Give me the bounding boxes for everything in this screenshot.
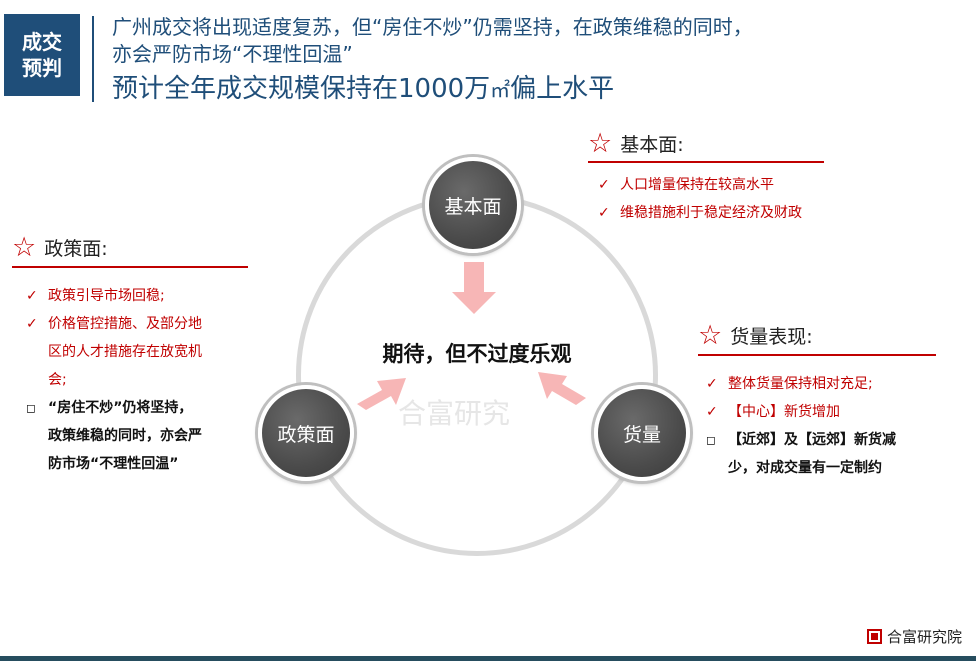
- subtitle-text: 预计全年成交规模保持在1000万: [112, 74, 491, 104]
- node-fundamentals-label: 基本面: [444, 195, 502, 218]
- list-item: ✓政策引导市场回稳;: [26, 282, 202, 310]
- fundamentals-heading-text: 基本面:: [620, 134, 684, 156]
- policy-heading-text: 政策面:: [44, 238, 108, 260]
- node-supply: 货量: [594, 385, 690, 481]
- list-item-cont: 区的人才措施存在放宽机: [48, 344, 202, 360]
- policy-rule: [12, 266, 248, 268]
- fundamentals-heading: ☆ 基本面:: [588, 130, 684, 157]
- supply-list: ✓整体货量保持相对充足; ✓【中心】新货增加 ◻【近郊】及【远郊】新货减 少，对…: [706, 370, 896, 482]
- arrow-down-icon: [452, 262, 496, 314]
- list-item-cont: 防市场“不理性回温”: [48, 456, 179, 472]
- check-icon: ✓: [706, 376, 718, 392]
- star-icon: ☆: [12, 232, 37, 263]
- page-subtitle: 预计全年成交规模保持在1000万㎡偏上水平: [112, 72, 614, 107]
- section-tag: 成交 预判: [4, 14, 80, 96]
- policy-heading: ☆ 政策面:: [12, 234, 108, 261]
- tag-divider: [92, 16, 94, 102]
- check-icon: ✓: [598, 205, 610, 221]
- list-item: ✓整体货量保持相对充足;: [706, 370, 896, 398]
- watermark: 合富研究: [398, 397, 511, 430]
- bottom-bar: [0, 656, 976, 661]
- check-icon: ✓: [598, 177, 610, 193]
- supply-rule: [698, 354, 936, 356]
- check-icon: ✓: [26, 288, 38, 304]
- page-title-line2: 亦会严防市场“不理性回温”: [112, 42, 353, 66]
- node-supply-label: 货量: [622, 423, 661, 446]
- list-item: ◻“房住不炒”仍将坚持，: [26, 394, 202, 422]
- node-fundamentals: 基本面: [425, 157, 521, 253]
- supply-heading: ☆ 货量表现:: [698, 322, 813, 349]
- supply-heading-text: 货量表现:: [730, 326, 813, 348]
- policy-list: ✓政策引导市场回稳; ✓价格管控措施、及部分地 区的人才措施存在放宽机 会; ◻…: [26, 282, 202, 478]
- list-item: ✓价格管控措施、及部分地: [26, 310, 202, 338]
- brand-logo: 合富研究院: [866, 626, 962, 647]
- list-item: ✓维稳措施利于稳定经济及财政: [598, 199, 802, 227]
- subtitle-tail: 偏上水平: [510, 74, 615, 104]
- star-icon: ☆: [698, 320, 723, 351]
- tag-line1: 成交: [22, 30, 62, 54]
- node-policy: 政策面: [258, 385, 354, 481]
- node-policy-label: 政策面: [277, 423, 335, 446]
- tag-line2: 预判: [22, 56, 62, 80]
- square-icon: ◻: [26, 401, 36, 415]
- list-item: ◻【近郊】及【远郊】新货减: [706, 426, 896, 454]
- brand-logo-icon: [866, 629, 882, 644]
- subtitle-unit: ㎡: [490, 78, 511, 102]
- page-title-line1: 广州成交将出现适度复苏，但“房住不炒”仍需坚持，在政策维稳的同时，: [112, 15, 753, 39]
- list-item: ✓【中心】新货增加: [706, 398, 896, 426]
- fundamentals-list: ✓人口增量保持在较高水平 ✓维稳措施利于稳定经济及财政: [598, 171, 802, 227]
- center-text: 期待，但不过度乐观: [382, 342, 572, 366]
- arrow-up-left-icon: [538, 372, 586, 405]
- check-icon: ✓: [706, 404, 718, 420]
- list-item-cont: 政策维稳的同时，亦会严: [48, 428, 202, 444]
- fundamentals-rule: [588, 161, 824, 163]
- check-icon: ✓: [26, 316, 38, 332]
- arrow-up-right-icon: [357, 378, 406, 410]
- list-item: ✓人口增量保持在较高水平: [598, 171, 802, 199]
- square-icon: ◻: [706, 433, 716, 447]
- list-item-cont: 会;: [48, 372, 67, 388]
- brand-name: 合富研究院: [886, 628, 962, 646]
- star-icon: ☆: [588, 128, 613, 159]
- list-item-cont: 少，对成交量有一定制约: [728, 460, 882, 476]
